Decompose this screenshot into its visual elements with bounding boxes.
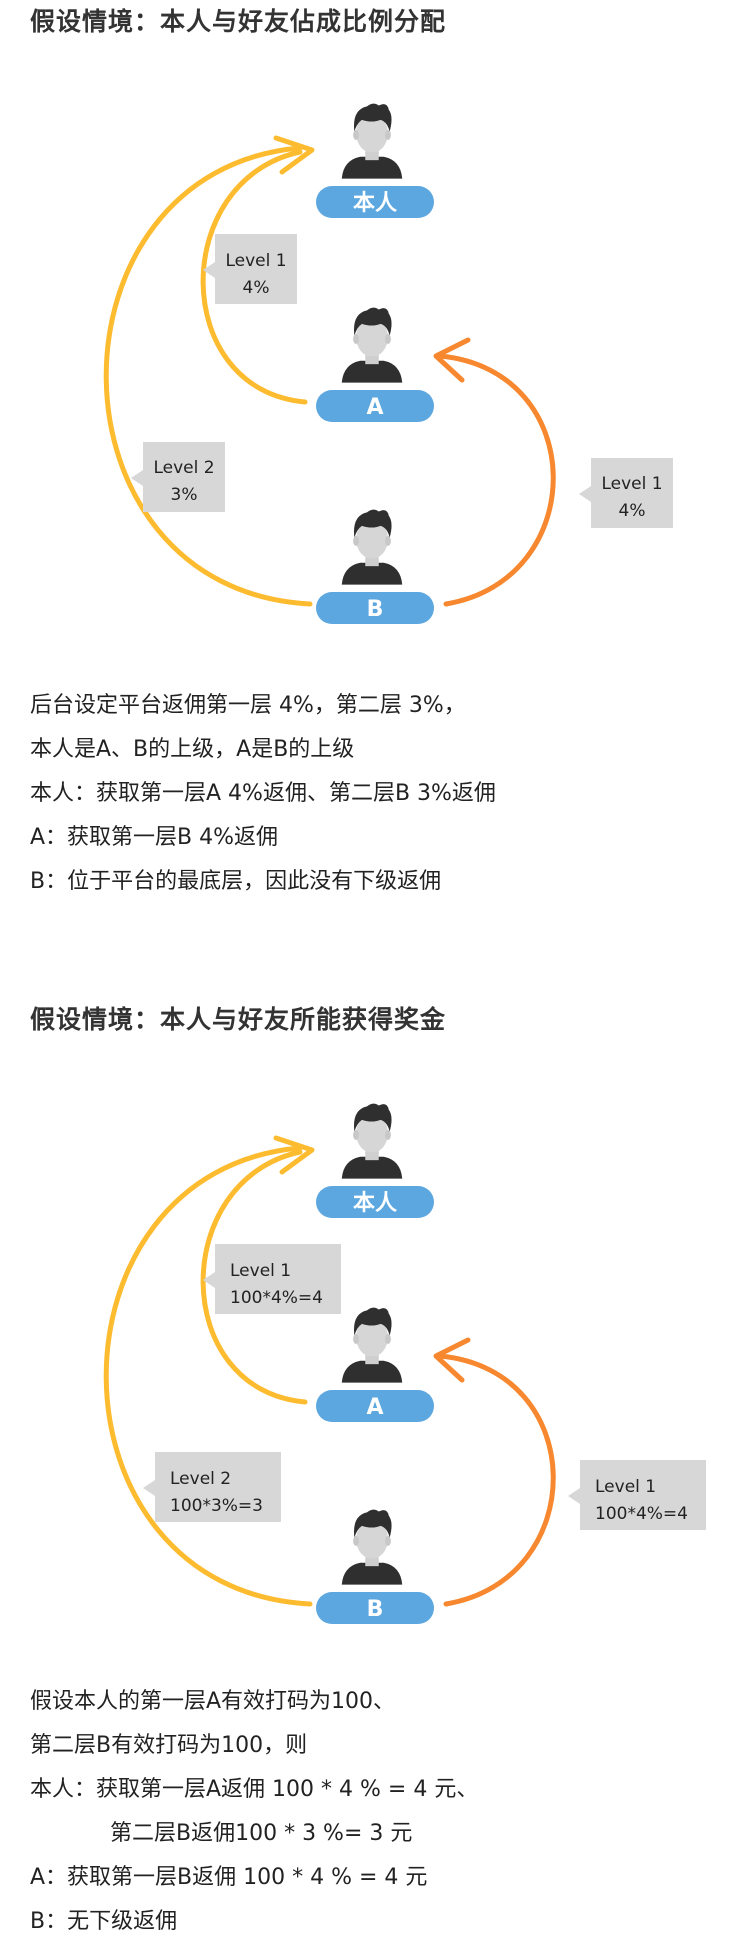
label-b-pill	[316, 592, 434, 624]
label-b: B	[367, 597, 384, 622]
section-bonus: 假设情境：本人与好友所能获得奖金 本人 A B Level 1 100*4%=4…	[0, 1000, 750, 1960]
svg-text:100*4%=4: 100*4%=4	[595, 1504, 688, 1524]
section-allocation: 假设情境：本人与好友佔成比例分配 本人 A B Level 1 4% Level…	[0, 0, 750, 900]
label-b: B	[367, 1597, 384, 1622]
label-self-pill	[316, 1186, 434, 1218]
bonus-diagram: 本人 A B Level 1 100*4%=4 Level 2 100*3%=3…	[103, 1103, 706, 1624]
label-self: 本人	[353, 1191, 397, 1216]
svg-text:100*4%=4: 100*4%=4	[230, 1288, 323, 1308]
svg-text:3%: 3%	[171, 485, 198, 505]
label-self-pill	[316, 186, 434, 218]
text-line: 本人是A、B的上级，A是B的上级	[30, 737, 355, 762]
level1-arc	[200, 1149, 308, 1405]
label-a: A	[366, 395, 383, 420]
text-line: 第二层B有效打码为100，则	[30, 1733, 308, 1758]
arrow-head-icon	[273, 1135, 315, 1175]
text-line: 本人：获取第一层A返佣 100 * 4 % = 4 元、	[30, 1777, 479, 1802]
level2-arc	[103, 1145, 313, 1607]
person-a-icon	[341, 307, 403, 383]
level2-arc	[103, 145, 313, 607]
callout-level2-self: Level 2 3%	[131, 442, 225, 512]
explanation-text: 后台设定平台返佣第一层 4%，第二层 3%， 本人是A、B的上级，A是B的上级 …	[30, 684, 496, 904]
label-self: 本人	[353, 191, 397, 216]
callout-level1-self: Level 1 100*4%=4	[203, 1244, 341, 1314]
svg-text:4%: 4%	[243, 278, 270, 298]
callout-level1-self: Level 1 4%	[203, 234, 297, 304]
label-b-pill	[316, 1592, 434, 1624]
person-self-icon	[341, 1103, 403, 1179]
text-line: B：位于平台的最底层，因此没有下级返佣	[30, 869, 442, 894]
level1-arc-orange	[437, 353, 556, 607]
level1-arc	[200, 149, 308, 405]
callout-level2-self: Level 2 100*3%=3	[143, 1452, 281, 1522]
text-line: 假设本人的第一层A有效打码为100、	[30, 1689, 396, 1714]
person-self-icon	[341, 103, 403, 179]
text-line: A：获取第一层B 4%返佣	[30, 825, 279, 850]
svg-text:100*3%=3: 100*3%=3	[170, 1496, 263, 1516]
callout-level1-a: Level 1 100*4%=4	[568, 1460, 706, 1530]
label-a: A	[366, 1395, 383, 1420]
level1-arc-orange	[437, 1353, 556, 1607]
arrow-head-icon	[433, 337, 471, 383]
person-b-icon	[341, 1509, 403, 1585]
text-line: B：无下级返佣	[30, 1909, 178, 1934]
text-line: 后台设定平台返佣第一层 4%，第二层 3%，	[30, 693, 466, 718]
label-a-pill	[316, 390, 434, 422]
section-title: 假设情境：本人与好友佔成比例分配	[30, 7, 447, 36]
text-line: 第二层B返佣100 * 3 %= 3 元	[110, 1821, 413, 1846]
svg-text:Level 1: Level 1	[230, 1261, 291, 1281]
callout-level1-a: Level 1 4%	[579, 458, 673, 528]
svg-text:Level 1: Level 1	[601, 474, 662, 494]
referral-diagram: 本人 A B Level 1 4% Level 2 3% Level 1 4%	[103, 103, 673, 624]
text-line: A：获取第一层B返佣 100 * 4 % = 4 元	[30, 1865, 428, 1890]
svg-text:Level 1: Level 1	[595, 1477, 656, 1497]
person-b-icon	[341, 509, 403, 585]
person-a-icon	[341, 1307, 403, 1383]
arrow-head-icon	[273, 135, 315, 175]
label-a-pill	[316, 1390, 434, 1422]
explanation-text: 假设本人的第一层A有效打码为100、 第二层B有效打码为100，则 本人：获取第…	[30, 1680, 478, 1944]
svg-text:Level 1: Level 1	[225, 251, 286, 271]
svg-text:4%: 4%	[619, 501, 646, 521]
section-title: 假设情境：本人与好友所能获得奖金	[30, 1005, 447, 1034]
arrow-head-icon	[433, 1337, 471, 1383]
svg-text:Level 2: Level 2	[170, 1469, 231, 1489]
text-line: 本人：获取第一层A 4%返佣、第二层B 3%返佣	[30, 781, 496, 806]
svg-text:Level 2: Level 2	[153, 458, 214, 478]
